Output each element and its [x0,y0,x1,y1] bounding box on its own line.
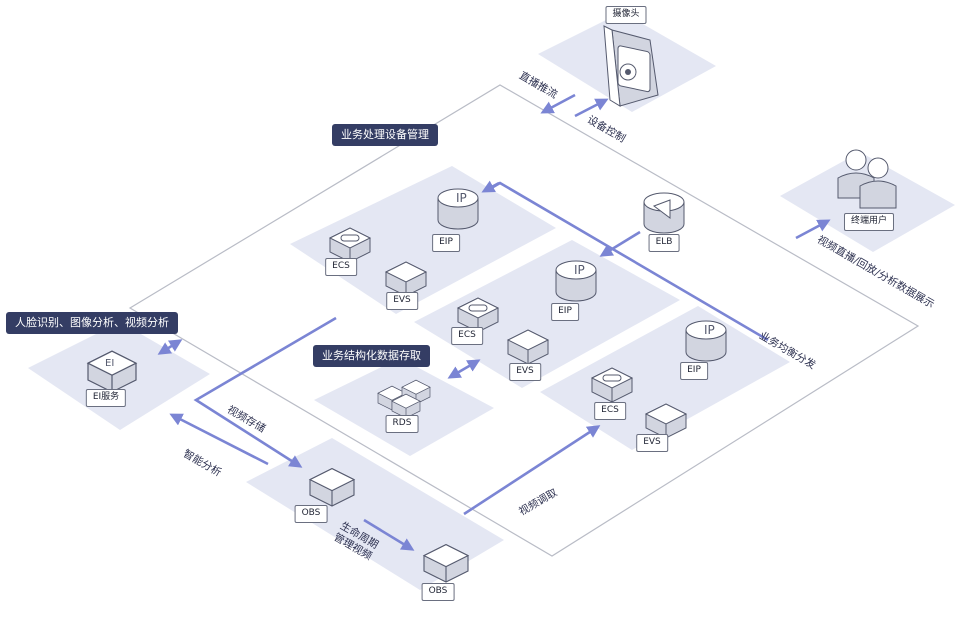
tag-structured-data: 业务结构化数据存取 [313,345,430,367]
eip-label-3: EIP [680,362,708,380]
arrow-rds-ecs [447,359,481,379]
arrow-lifecycle [363,518,415,551]
users-icon [837,149,897,209]
eip-icon-3: IP [685,320,727,362]
camera-label: 摄像头 [605,6,647,24]
elb-label: ELB [648,234,680,252]
eip-icon-1: IP [437,188,479,230]
evs-label-3: EVS [636,434,668,452]
system-boundary [128,84,920,557]
arrow-video-storage [193,316,337,468]
ecs-icon-3 [591,367,633,403]
obs-label-2: OBS [421,583,455,601]
arrow-to-users [795,219,831,240]
eip-label-2: EIP [551,303,579,321]
ecs-label-3: ECS [594,402,626,420]
svg-text:IP: IP [704,323,715,337]
arrow-eip-head [481,180,500,193]
svg-text:IP: IP [574,263,585,277]
arrow-device-control [574,98,609,118]
svg-text:EI: EI [105,358,114,369]
tile-compute-1 [290,166,556,314]
flow-lines [157,93,831,551]
arrow-live-push [540,93,576,114]
rds-label: RDS [385,415,419,433]
eip-icon-2: IP [555,260,597,302]
arrow-ei-a [157,339,183,355]
ecs-icon-1 [329,227,371,263]
camera-icon [603,25,659,107]
tiles [28,12,955,590]
line-elb-eip [599,230,641,257]
tag-device-mgmt: 业务处理设备管理 [332,124,438,146]
ecs-label-1: ECS [325,258,357,276]
arrow-smart-analysis [169,413,269,466]
obs-label-1: OBS [294,505,328,523]
ecs-icon-2 [457,297,499,333]
ei-label: EI服务 [85,389,127,407]
evs-label-1: EVS [386,292,418,310]
arrow-video-retrieve [463,425,601,516]
svg-text:IP: IP [456,191,467,205]
elb-icon [643,192,685,234]
users-label: 终端用户 [843,213,895,231]
evs-label-2: EVS [509,363,541,381]
eip-label-1: EIP [432,234,460,252]
tag-face-analysis: 人脸识别、图像分析、视频分析 [6,312,178,334]
ecs-label-2: ECS [451,327,483,345]
tile-compute-2 [414,240,680,388]
ei-icon: EI [87,350,137,393]
